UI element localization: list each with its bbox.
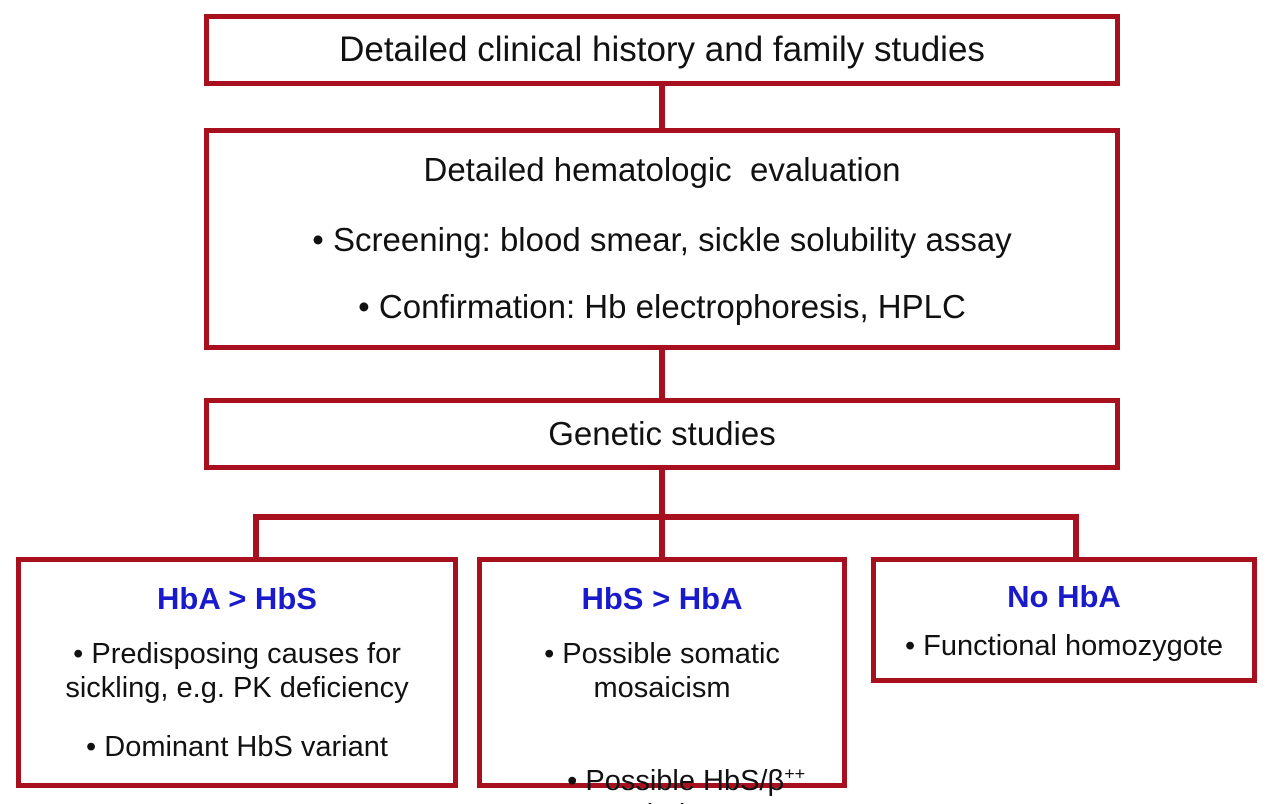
bullet-2-superscript: ++ [784,763,806,784]
connector-drop-to-hbs-gt-hba [659,514,665,562]
node-clinical-history: Detailed clinical history and family stu… [204,14,1120,86]
node-outcome-hba-greater-hbs: HbA > HbS • Predisposing causes for sick… [16,557,458,788]
connector-drop-to-no-hba [1073,514,1079,562]
node-outcome-hba-greater-hbs-bullet-2: • Dominant HbS variant [86,731,388,764]
node-outcome-no-hba-heading: No HbA [1007,579,1121,614]
node-outcome-hbs-greater-hba-bullet-1-line-1: • Possible somatic [544,638,780,671]
node-genetic-studies: Genetic studies [204,398,1120,470]
node-clinical-history-label: Detailed clinical history and family stu… [339,29,985,69]
node-hematologic-evaluation: Detailed hematologic evaluation • Screen… [204,128,1120,350]
node-outcome-no-hba-bullet-1: • Functional homozygote [904,630,1224,663]
node-outcome-hbs-greater-hba-heading: HbS > HbA [581,581,743,616]
connector-hematology-to-genetic [659,350,665,398]
node-hematologic-evaluation-bullet-confirmation: • Confirmation: Hb electrophoresis, HPLC [358,288,966,326]
node-outcome-hba-greater-hbs-bullet-1-line-2: sickling, e.g. PK deficiency [65,671,409,704]
node-outcome-hbs-greater-hba-bullet-2: • Possible HbS/β++ thal [492,731,832,804]
node-hematologic-evaluation-title: Detailed hematologic evaluation [423,151,901,189]
bullet-2-prefix: • Possible HbS/β [567,764,785,797]
connector-split-bar [253,514,1079,520]
connector-history-to-hematology [659,86,665,128]
node-genetic-studies-label: Genetic studies [548,414,776,452]
node-outcome-hbs-greater-hba-bullet-1-line-2: mosaicism [593,671,731,704]
connector-drop-to-hba-gt-hbs [253,514,259,562]
node-outcome-hba-greater-hbs-heading: HbA > HbS [157,581,317,616]
node-outcome-hbs-greater-hba: HbS > HbA • Possible somatic mosaicism •… [477,557,847,804]
node-outcome-no-hba: No HbA • Functional homozygote [871,557,1257,683]
connector-genetic-drop [659,470,665,520]
node-outcome-hba-greater-hbs-bullet-1-line-1: • Predisposing causes for [73,638,401,671]
bullet-2-suffix: thal [639,765,814,804]
node-hematologic-evaluation-bullet-screening: • Screening: blood smear, sickle solubil… [312,220,1012,258]
